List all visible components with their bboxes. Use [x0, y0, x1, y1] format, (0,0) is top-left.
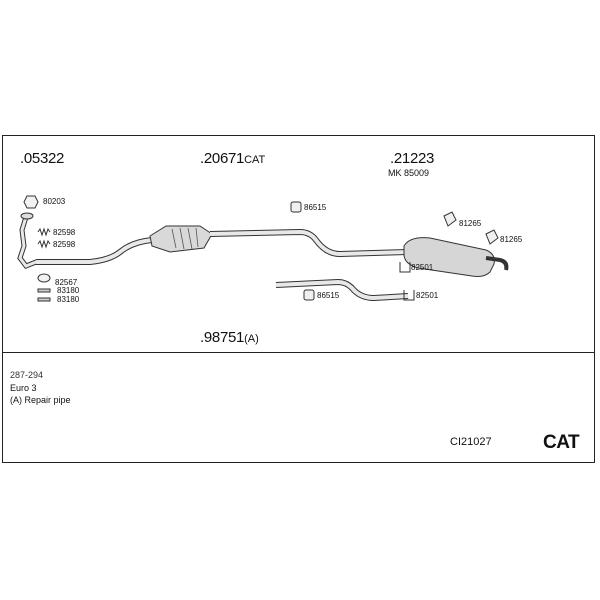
catalytic-converter	[149, 225, 213, 253]
repair-pipe	[275, 278, 409, 302]
label-83180-a: 83180	[57, 286, 80, 295]
label-81265-b: 81265	[500, 235, 523, 244]
bolt-83180-icon	[37, 288, 51, 302]
cat-badge: CAT	[543, 432, 580, 453]
product-code: CI21027	[450, 436, 492, 448]
part-20671-label: .20671CAT	[200, 150, 266, 167]
note-euro: Euro 3	[10, 383, 37, 393]
mk-85009-label: MK 85009	[388, 168, 430, 178]
gasket-80203-icon	[23, 195, 39, 209]
ring-82567-icon	[37, 273, 51, 283]
label-82501-b: 82501	[416, 291, 439, 300]
label-82567: 82567	[55, 278, 78, 287]
label-86515-b: 86515	[317, 291, 340, 300]
mount-86515-icon	[290, 201, 302, 213]
mount-86515-icon	[303, 289, 315, 301]
part-98751-label: .98751(A)	[200, 329, 259, 346]
label-82598-a: 82598	[53, 228, 76, 237]
intermediate-pipe	[36, 237, 153, 265]
front-pipe	[17, 212, 39, 270]
mount-81265-icon	[443, 211, 457, 227]
label-82501-a: 82501	[411, 263, 434, 272]
note-repair: (A) Repair pipe	[10, 395, 71, 405]
label-86515-a: 86515	[304, 203, 327, 212]
label-83180-b: 83180	[57, 295, 80, 304]
label-82598-b: 82598	[53, 240, 76, 249]
note-range: 287-294	[10, 370, 44, 380]
label-81265-a: 81265	[459, 219, 482, 228]
diagram-frame	[2, 135, 595, 463]
label-80203: 80203	[43, 197, 66, 206]
spring-82598-icon	[37, 227, 51, 249]
notes-divider	[2, 352, 595, 353]
part-21223-label: .21223	[390, 150, 435, 167]
middle-pipe	[209, 228, 409, 258]
mount-81265-icon	[485, 229, 499, 245]
clamp-82501-icon	[399, 262, 415, 301]
part-05322-label: .05322	[20, 150, 65, 167]
